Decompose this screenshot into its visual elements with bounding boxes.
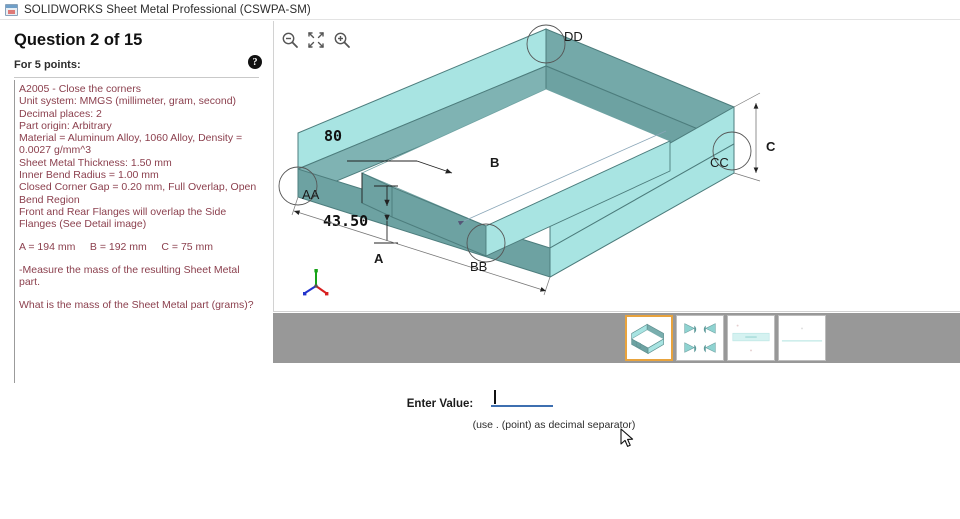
zoom-out-icon[interactable]	[279, 29, 301, 51]
question-line-3: Part origin: Arbitrary	[19, 119, 112, 132]
callout-label-CC: CC	[710, 155, 729, 170]
answer-row: Enter Value:	[0, 390, 960, 410]
dimension-label-80: 80	[324, 127, 342, 145]
question-line-0: A2005 - Close the corners	[19, 83, 141, 95]
question-line-1: Unit system: MMGS (millimeter, gram, sec…	[19, 95, 237, 108]
question-line-5: Sheet Metal Thickness: 1.50 mm	[19, 156, 172, 169]
help-question-icon[interactable]: ?	[248, 55, 262, 69]
viewport-toolbar	[279, 29, 353, 51]
coordinate-triad	[303, 269, 329, 296]
decimal-separator-hint-text: (use . (point) as decimal separator)	[472, 419, 636, 431]
page-title: Question 2 of 15	[14, 31, 143, 49]
window-titlebar: SOLIDWORKS Sheet Metal Professional (CSW…	[0, 0, 960, 20]
solidworks-app-icon	[5, 3, 18, 16]
thumbnail-strip	[273, 313, 960, 363]
mouse-pointer	[620, 428, 634, 447]
callout-label-AA: AA	[302, 187, 320, 202]
thumbnail-corner-details[interactable]	[676, 315, 724, 361]
question-instruction-line: -Measure the mass of the resulting Sheet…	[19, 263, 243, 289]
zoom-to-fit-icon[interactable]	[305, 29, 327, 51]
dimension-label-C: C	[766, 139, 776, 154]
thumbnail-isometric-view[interactable]	[625, 315, 673, 361]
callout-label-BB: BB	[470, 259, 487, 274]
question-panel: Question 2 of 15 For 5 points: ? A2005 -…	[0, 20, 273, 383]
question-line-2: Decimal places: 2	[19, 107, 102, 120]
dimension-label-B: B	[490, 155, 499, 170]
dimension-label-A: A	[374, 251, 384, 266]
sheet-metal-model: 80 43.50 A B	[278, 24, 776, 296]
callout-circle-DD	[526, 24, 566, 64]
callout-label-DD: DD	[564, 29, 583, 44]
zoom-in-icon[interactable]	[331, 29, 353, 51]
callout-circle-CC	[712, 131, 752, 171]
answer-input[interactable]	[491, 390, 554, 407]
question-line-4: Material = Aluminum Alloy, 1060 Alloy, D…	[19, 132, 246, 157]
question-line-8: Front and Rear Flanges will overlap the …	[19, 205, 230, 231]
model-solid	[297, 28, 735, 278]
dimension-C: C	[733, 92, 776, 182]
enter-value-label: Enter Value:	[406, 398, 474, 410]
model-viewport[interactable]: 80 43.50 A B	[273, 21, 960, 312]
text-caret	[494, 390, 497, 404]
thumbnail-flat-pattern[interactable]	[778, 315, 826, 361]
dimension-80: 80	[324, 127, 453, 203]
thumbnail-front-view[interactable]	[727, 315, 775, 361]
window-title: SOLIDWORKS Sheet Metal Professional (CSW…	[24, 3, 311, 16]
question-line-7: Closed Corner Gap = 0.20 mm, Full Overla…	[19, 181, 260, 206]
dimension-B: B	[457, 130, 667, 226]
question-text-box: A2005 - Close the corners Unit system: M…	[14, 80, 260, 383]
question-prompt-line: What is the mass of the Sheet Metal part…	[19, 298, 254, 311]
points-label: For 5 points:	[14, 59, 81, 71]
callout-circle-AA	[278, 166, 318, 206]
dimension-A: A	[291, 196, 551, 296]
decimal-separator-hint: (use . (point) as decimal separator)	[0, 419, 960, 431]
panel-divider	[14, 77, 259, 78]
question-dimensions-line: A = 194 mm B = 192 mm C = 75 mm	[19, 241, 214, 254]
question-line-6: Inner Bend Radius = 1.00 mm	[19, 169, 159, 182]
